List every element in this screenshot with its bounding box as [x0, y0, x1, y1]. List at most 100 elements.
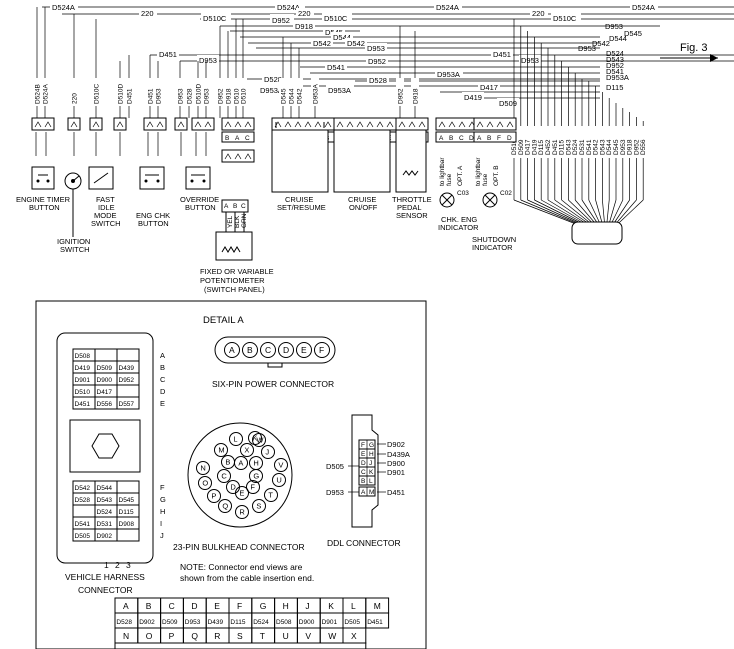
- wire-label: D542: [313, 39, 331, 48]
- c02-label: C02: [500, 190, 512, 197]
- svg-text:ON/OFF: ON/OFF: [349, 203, 378, 212]
- shutdown-lamp-icon: [482, 192, 498, 208]
- veh-pin: D541: [75, 521, 91, 528]
- six-pin-caption: SIX-PIN POWER CONNECTOR: [212, 379, 334, 389]
- pot-wire-color: GRN: [241, 213, 248, 228]
- column-wire-label: D524A: [43, 83, 50, 104]
- harness-wire-label: D556: [640, 139, 647, 155]
- eng-chk-label: ENG CHK: [136, 211, 170, 220]
- table-header-cell: M: [374, 601, 381, 611]
- bulkhead-pin: V: [278, 461, 283, 470]
- right-wire-label: D953: [605, 22, 623, 31]
- wire-label: D952: [272, 16, 290, 25]
- harness-wire-label: D509: [518, 139, 525, 155]
- column-wire-label: D952: [218, 88, 225, 104]
- table-header-cell: A: [123, 601, 129, 611]
- top-harness: D524A 220 D510C D524A 220 D510C D952 D91…: [42, 2, 734, 108]
- veh-pin: D543: [97, 497, 113, 504]
- veh-pin: D115: [119, 509, 134, 516]
- ddl-pin: D: [361, 460, 366, 467]
- veh-pin: D545: [119, 497, 135, 504]
- veh-row-letter: D: [160, 387, 166, 396]
- ddl-caption: DDL CONNECTOR: [327, 538, 401, 548]
- chk-eng-label: CHK. ENG: [441, 215, 477, 224]
- svg-text:INDICATOR: INDICATOR: [472, 243, 513, 252]
- table-header-cell: Q: [191, 631, 198, 641]
- table-cell: D508: [276, 619, 292, 626]
- veh-row-letter: J: [160, 531, 164, 540]
- right-wire-label: D542: [592, 39, 610, 48]
- bulkhead-pin: R: [239, 508, 245, 517]
- figure-label: Fig. 3: [680, 42, 708, 54]
- table-cell: D115: [230, 619, 245, 626]
- column-wire-label: D510D: [118, 83, 125, 104]
- bulkhead-pin: T: [268, 491, 273, 500]
- harness-wire-label: D544: [606, 139, 613, 155]
- ddl-pin: F: [361, 442, 365, 449]
- veh-pin: D952: [119, 377, 135, 384]
- bulkhead-pin: X: [244, 446, 249, 455]
- wire-label: D451: [159, 50, 177, 59]
- right-wire-label: D953A: [606, 73, 629, 82]
- ddl-pin: J: [369, 460, 372, 467]
- table-header-cell: C: [169, 601, 175, 611]
- column-wire-label: D451: [127, 88, 134, 104]
- table-header-cell: G: [260, 601, 267, 611]
- veh-col: 3: [126, 560, 131, 570]
- veh-row-letter: A: [160, 351, 165, 360]
- ddl-right-label: D439A: [387, 450, 410, 459]
- harness-wire-label: D451: [552, 139, 559, 155]
- veh-pin: D557: [119, 401, 135, 408]
- table-cell: D900: [299, 619, 315, 626]
- harness-wire-label: D417: [525, 139, 532, 155]
- wire-label: D524A: [436, 3, 459, 12]
- column-wire-label: D952: [398, 88, 405, 104]
- column-wire-label: D510C: [94, 83, 101, 104]
- veh-pin: D417: [97, 389, 113, 396]
- svg-text:POTENTIOMETER: POTENTIOMETER: [200, 276, 265, 285]
- ddl-pin: E: [361, 451, 366, 458]
- svg-text:SENSOR: SENSOR: [396, 211, 428, 220]
- six-pin-letter: A: [229, 345, 235, 355]
- wire-label: D417: [480, 83, 498, 92]
- svg-text:to lightbar: to lightbar: [475, 157, 482, 186]
- wire-label: D528: [369, 76, 387, 85]
- throttle-pedal-sensor-symbol: [395, 129, 427, 193]
- six-pin-letter: B: [247, 345, 253, 355]
- ddl-connector: [351, 414, 379, 528]
- svg-text:fuse: fuse: [482, 173, 489, 186]
- ddl-pin: H: [369, 451, 374, 458]
- lightbar-label: to lightbar: [439, 157, 446, 186]
- bulkhead-pin: S: [256, 502, 261, 511]
- harness-wire-label: D918: [627, 139, 634, 155]
- six-pin-letter: D: [283, 345, 289, 355]
- wire-label: D953: [367, 44, 385, 53]
- table-header-cell: R: [214, 631, 220, 641]
- cruise-set-resume-symbol: [271, 129, 329, 193]
- table-cell: D528: [116, 619, 132, 626]
- bulkhead-connector: [187, 422, 293, 528]
- opt-b-label: OPT. B: [493, 165, 500, 186]
- harness-wire-label: D524: [572, 139, 579, 155]
- veh-row-letter: F: [160, 483, 165, 492]
- veh-pin: D505: [75, 533, 91, 540]
- column-wire-label: D510: [234, 88, 241, 104]
- note-line1: NOTE: Connector end views are: [180, 562, 303, 572]
- wire-label: D542: [347, 39, 365, 48]
- six-pin-letter: F: [319, 345, 324, 355]
- pin-letter: B: [225, 135, 229, 142]
- veh-pin: D901: [75, 377, 91, 384]
- wire-label: D509: [499, 99, 517, 108]
- svg-text:SWITCH: SWITCH: [60, 245, 90, 254]
- ddl-pin: L: [369, 478, 373, 485]
- table-header-cell: B: [146, 601, 152, 611]
- wire-label: D953: [521, 56, 539, 65]
- pin-letter: A: [439, 135, 444, 142]
- wire-label: 220: [141, 9, 154, 18]
- right-wire-label: D953: [578, 44, 596, 53]
- veh-pin: D531: [97, 521, 113, 528]
- column-wire-label: D953: [156, 88, 163, 104]
- table-header-cell: W: [328, 631, 336, 641]
